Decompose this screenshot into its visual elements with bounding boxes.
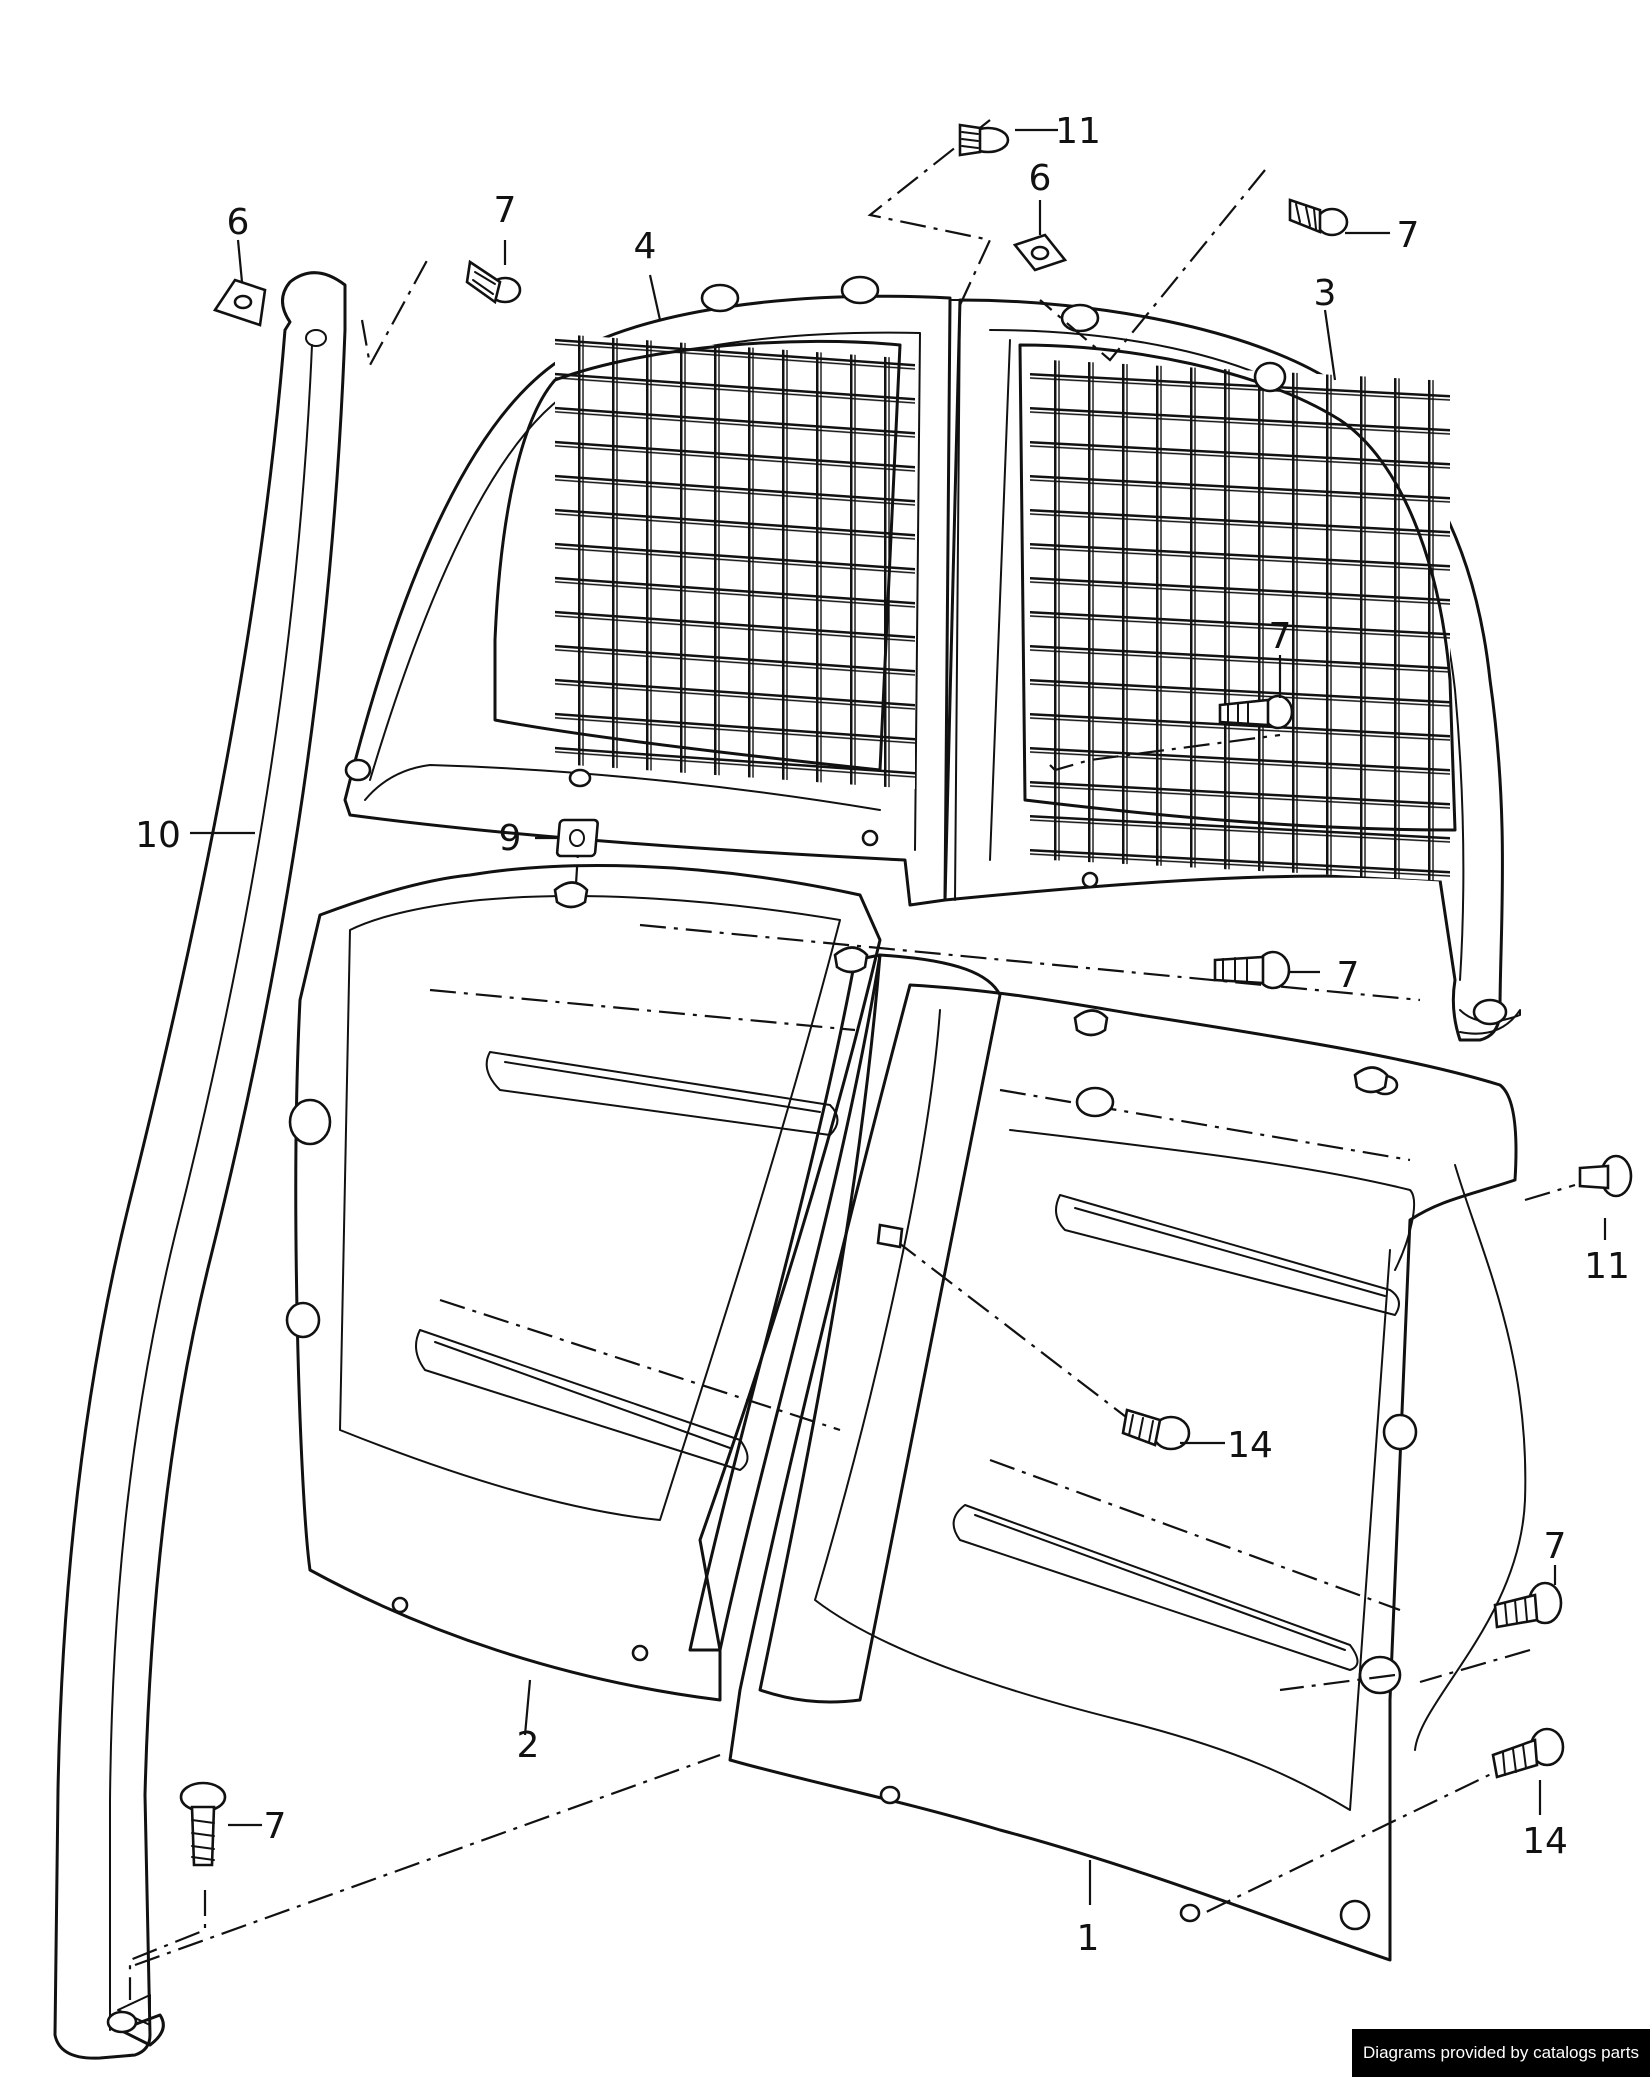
clip-icon (833, 946, 869, 974)
callout-7-right-lower: 7 (1544, 1526, 1567, 1567)
screw-icon (1493, 1581, 1563, 1629)
callout-6-top: 6 (1029, 158, 1052, 199)
screw-icon (1288, 198, 1349, 237)
clip-icon (1353, 1066, 1389, 1094)
callout-4: 4 (634, 226, 657, 267)
screw-icon (1578, 1154, 1633, 1198)
lower-panel-part-1 (728, 953, 1527, 1962)
callout-14-mid: 14 (1227, 1425, 1273, 1466)
clip-icon (553, 881, 589, 909)
screw-icon (1491, 1727, 1565, 1779)
callout-11-right: 11 (1584, 1246, 1630, 1287)
screw-icon (958, 123, 1010, 157)
screw-icon (465, 259, 522, 305)
lower-panel-part-2 (285, 863, 882, 1702)
callout-7-left-top: 7 (494, 190, 517, 231)
callout-14-right: 14 (1522, 1821, 1568, 1862)
screw-icon (1218, 694, 1294, 730)
callout-labels: 1 2 3 4 6 6 7 7 7 7 7 7 9 10 11 11 14 14 (135, 111, 1630, 1959)
callout-11-top: 11 (1055, 111, 1101, 152)
leader-lines (190, 128, 1607, 1905)
callout-7-bottom-left: 7 (264, 1806, 287, 1847)
screw-icon (179, 1781, 227, 1867)
callout-6-left: 6 (227, 202, 250, 243)
callout-7-right-top: 7 (1397, 215, 1420, 256)
pillar-trim-part-10 (53, 271, 347, 2060)
callout-2: 2 (517, 1725, 540, 1766)
callout-1: 1 (1077, 1918, 1100, 1959)
screw-icon (1121, 1408, 1191, 1451)
clip-icon (1012, 233, 1068, 272)
assembly-lines (128, 119, 1576, 2000)
clip-icon (212, 278, 267, 327)
callout-10: 10 (135, 815, 181, 856)
credit-badge: Diagrams provided by catalogs parts (1352, 2029, 1650, 2077)
clip-icon (876, 1223, 904, 1249)
screw-icon (1213, 950, 1291, 990)
clip-icon (1073, 1009, 1109, 1037)
callout-7-mid: 7 (1337, 955, 1360, 996)
upper-grille-frame-part-4 (343, 275, 952, 907)
callout-9: 9 (499, 818, 522, 859)
callout-3: 3 (1314, 273, 1337, 314)
nut-icon (555, 818, 599, 858)
callout-7-grille: 7 (1269, 616, 1292, 657)
upper-grille-frame-part-3 (943, 298, 1521, 1042)
